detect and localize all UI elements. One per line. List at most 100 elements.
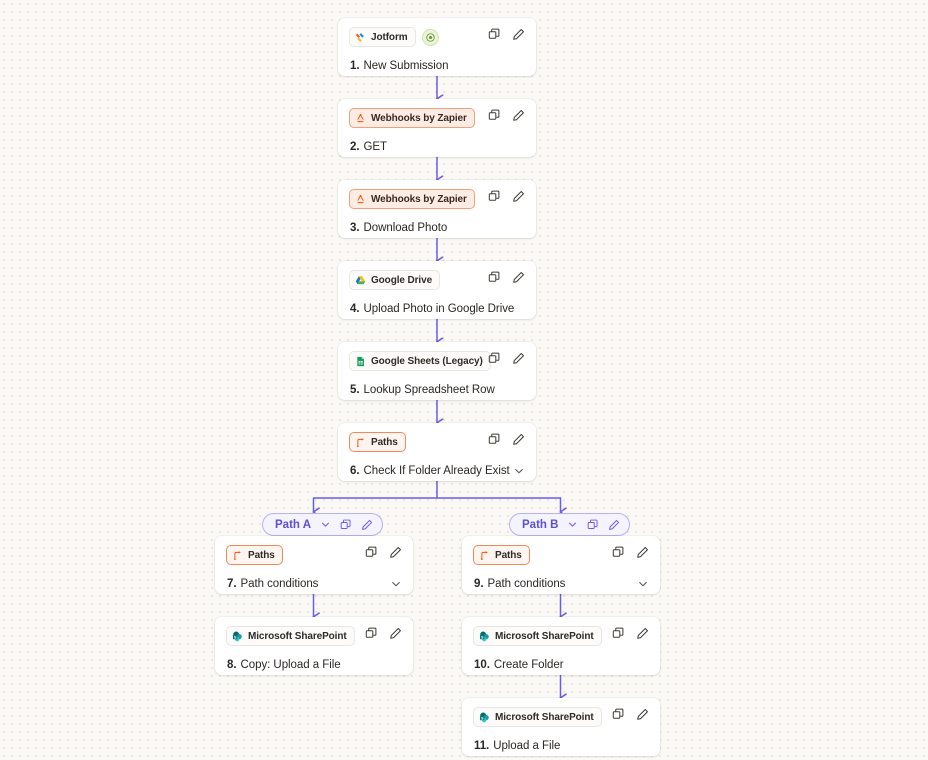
- copy-icon[interactable]: [488, 352, 501, 365]
- app-badge-label: Microsoft SharePoint: [495, 630, 594, 642]
- node-title: 6. Check If Folder Already Exist: [349, 452, 525, 481]
- path-pill-path-a[interactable]: Path A: [262, 513, 383, 536]
- copy-icon[interactable]: [365, 546, 378, 559]
- paths-icon: [479, 550, 490, 561]
- copy-icon[interactable]: [488, 271, 501, 284]
- path-pill-path-b[interactable]: Path B: [509, 513, 631, 536]
- workflow-node-step-4[interactable]: Google Drive 4. Upload Photo in Google: [338, 261, 536, 319]
- app-badge-microsoft-sharepoint[interactable]: S Microsoft SharePoint: [226, 626, 355, 646]
- pencil-edit-icon[interactable]: [512, 190, 525, 203]
- pencil-edit-icon[interactable]: [389, 627, 402, 640]
- node-title: 4. Upload Photo in Google Drive: [349, 290, 525, 319]
- app-badge-paths[interactable]: Paths: [349, 432, 406, 452]
- chevron-down-icon[interactable]: [390, 578, 402, 590]
- node-title: 10. Create Folder: [473, 646, 649, 675]
- pencil-edit-icon[interactable]: [512, 352, 525, 365]
- path-label: Path B: [522, 518, 559, 531]
- node-actions: [365, 546, 402, 559]
- workflow-node-step-3[interactable]: Webhooks by Zapier 3. Download Photo: [338, 180, 536, 238]
- node-step-number: 6.: [350, 465, 360, 477]
- pencil-edit-icon[interactable]: [636, 546, 649, 559]
- copy-icon[interactable]: [587, 519, 599, 531]
- node-title: 3. Download Photo: [349, 209, 525, 238]
- node-header: S Microsoft SharePoint: [473, 707, 649, 727]
- node-title-text: Download Photo: [363, 222, 448, 234]
- app-badge-jotform[interactable]: Jotform: [349, 27, 416, 47]
- workflow-node-step-5[interactable]: Google Sheets (Legacy) 5. Lookup Sprea: [338, 342, 536, 400]
- webhooks-by-zapier-icon: [355, 194, 366, 205]
- copy-icon[interactable]: [365, 627, 378, 640]
- pencil-edit-icon[interactable]: [512, 28, 525, 41]
- copy-icon[interactable]: [612, 708, 625, 721]
- copy-icon[interactable]: [488, 28, 501, 41]
- node-actions: [488, 352, 525, 365]
- node-title: 2. GET: [349, 128, 525, 157]
- pencil-edit-icon[interactable]: [512, 271, 525, 284]
- node-actions: [488, 28, 525, 41]
- workflow-node-step-10[interactable]: S Microsoft SharePoint: [462, 617, 660, 675]
- node-header: Google Sheets (Legacy): [349, 351, 525, 371]
- paths-icon: [355, 437, 366, 448]
- copy-icon[interactable]: [612, 627, 625, 640]
- workflow-node-step-9[interactable]: Paths 9. Path conditions: [462, 536, 660, 594]
- node-title-text: Create Folder: [493, 659, 564, 671]
- path-label: Path A: [275, 518, 311, 531]
- node-step-number: 8.: [227, 659, 237, 671]
- app-badge-microsoft-sharepoint[interactable]: S Microsoft SharePoint: [473, 626, 602, 646]
- copy-icon[interactable]: [488, 190, 501, 203]
- app-badge-microsoft-sharepoint[interactable]: S Microsoft SharePoint: [473, 707, 602, 727]
- pencil-edit-icon[interactable]: [636, 708, 649, 721]
- node-title: 7. Path conditions: [226, 565, 402, 594]
- pencil-edit-icon[interactable]: [512, 433, 525, 446]
- node-actions: [488, 433, 525, 446]
- app-badge-label: Microsoft SharePoint: [248, 630, 347, 642]
- chevron-down-icon[interactable]: [320, 519, 331, 530]
- node-title-text: New Submission: [363, 60, 449, 72]
- svg-text:S: S: [481, 716, 484, 720]
- node-step-number: 9.: [474, 578, 484, 590]
- app-badge-webhooks-by-zapier[interactable]: Webhooks by Zapier: [349, 108, 475, 128]
- node-title-text: Lookup Spreadsheet Row: [363, 384, 495, 396]
- node-title-text: Upload Photo in Google Drive: [363, 303, 515, 315]
- app-badge-paths[interactable]: Paths: [226, 545, 283, 565]
- workflow-node-step-7[interactable]: Paths 7. Path conditions: [215, 536, 413, 594]
- pencil-edit-icon[interactable]: [361, 519, 373, 531]
- pencil-edit-icon[interactable]: [512, 109, 525, 122]
- workflow-node-step-2[interactable]: Webhooks by Zapier 2. GET: [338, 99, 536, 157]
- chevron-down-icon[interactable]: [567, 519, 578, 530]
- app-badge-google-sheets-legacy[interactable]: Google Sheets (Legacy): [349, 351, 491, 371]
- node-step-number: 5.: [350, 384, 360, 396]
- chevron-down-icon[interactable]: [637, 578, 649, 590]
- workflow-node-step-1[interactable]: Jotform: [338, 18, 536, 76]
- app-badge-webhooks-by-zapier[interactable]: Webhooks by Zapier: [349, 189, 475, 209]
- node-header: Jotform: [349, 27, 525, 47]
- node-header: S Microsoft SharePoint: [473, 626, 649, 646]
- workflow-node-step-11[interactable]: S Microsoft SharePoint: [462, 698, 660, 756]
- app-badge-paths[interactable]: Paths: [473, 545, 530, 565]
- copy-icon[interactable]: [612, 546, 625, 559]
- node-step-number: 10.: [474, 659, 490, 671]
- node-header: Webhooks by Zapier: [349, 189, 525, 209]
- node-header: S Microsoft SharePoint: [226, 626, 402, 646]
- pencil-edit-icon[interactable]: [636, 627, 649, 640]
- jotform-icon: [355, 32, 366, 43]
- copy-icon[interactable]: [340, 519, 352, 531]
- pencil-edit-icon[interactable]: [389, 546, 402, 559]
- node-actions: [488, 190, 525, 203]
- app-badge-label: Webhooks by Zapier: [371, 193, 467, 205]
- workflow-node-step-6[interactable]: Paths 6. Check If Folder Already Exist: [338, 423, 536, 481]
- pencil-edit-icon[interactable]: [608, 519, 620, 531]
- workflow-node-step-8[interactable]: S Microsoft SharePoint: [215, 617, 413, 675]
- webhooks-by-zapier-icon: [355, 113, 366, 124]
- node-step-number: 7.: [227, 578, 237, 590]
- copy-icon[interactable]: [488, 109, 501, 122]
- app-badge-google-drive[interactable]: Google Drive: [349, 270, 441, 290]
- chevron-down-icon[interactable]: [513, 465, 525, 477]
- app-badge-label: Webhooks by Zapier: [371, 112, 467, 124]
- node-step-number: 2.: [350, 141, 360, 153]
- copy-icon[interactable]: [488, 433, 501, 446]
- node-header: Paths: [226, 545, 402, 565]
- app-badge-label: Paths: [495, 549, 522, 561]
- svg-text:S: S: [234, 635, 237, 639]
